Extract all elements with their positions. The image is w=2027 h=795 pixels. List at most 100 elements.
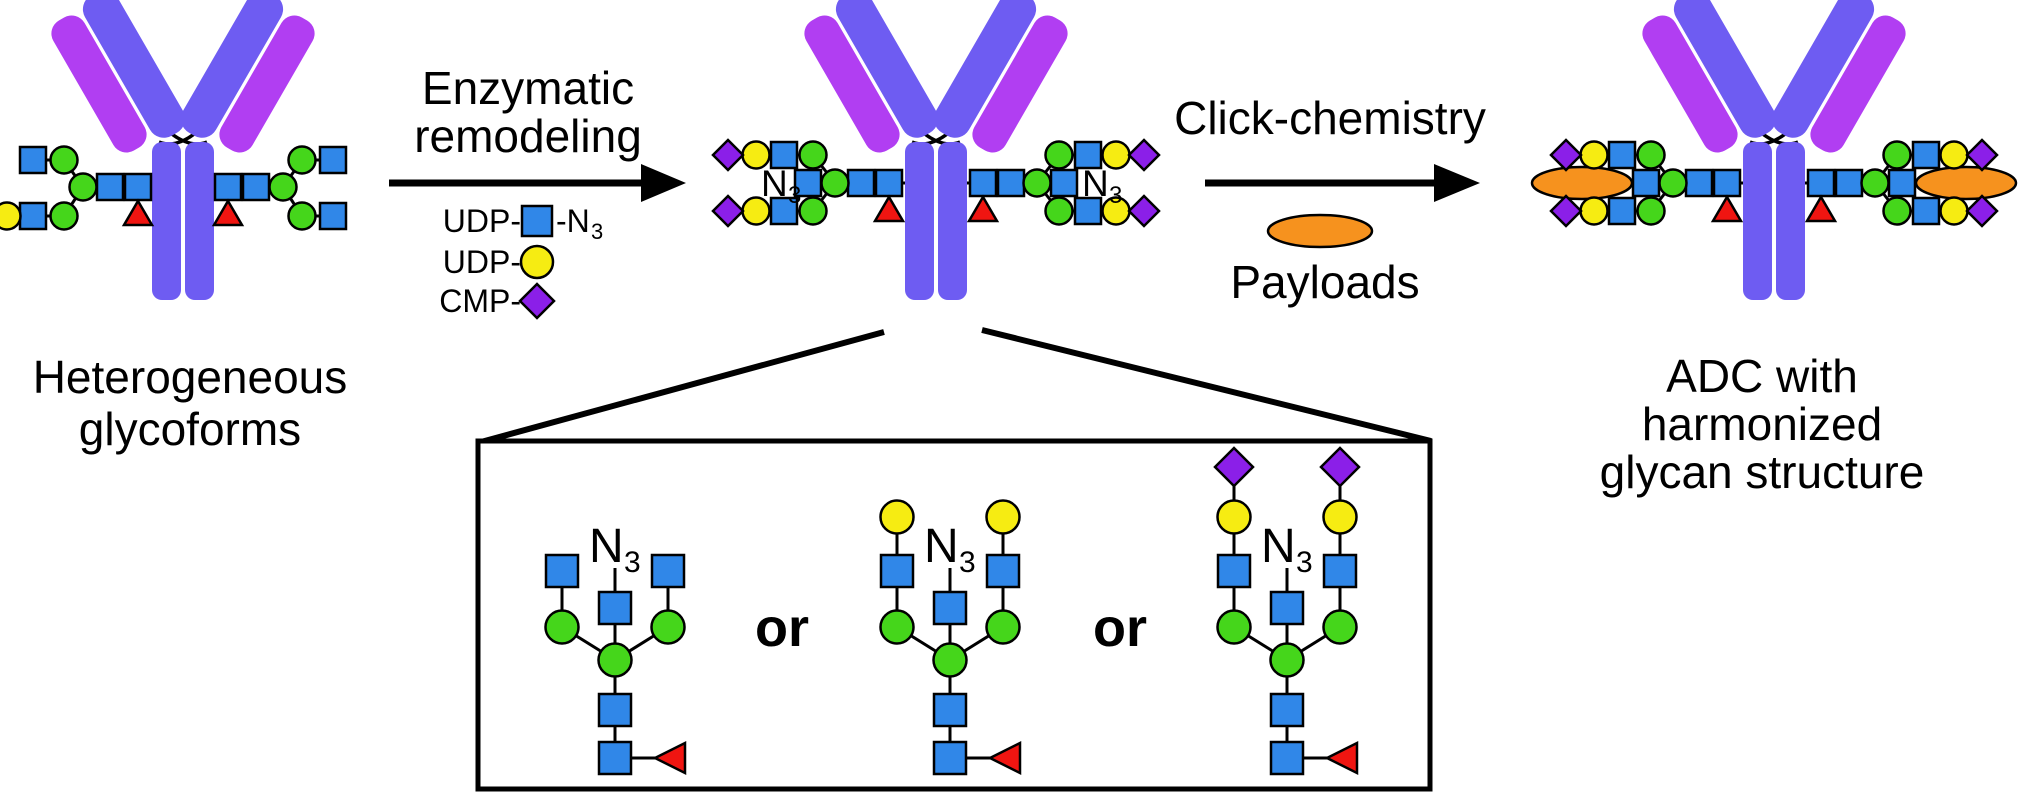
mannose-circle-icon <box>1044 196 1074 226</box>
azide-sub: 3 <box>959 546 976 579</box>
payload-ellipse-icon <box>1530 165 1634 201</box>
glcnac-square-icon <box>123 172 153 202</box>
glcnac-square-icon <box>846 168 876 198</box>
antibody-heterogeneous: Heterogeneous glycoforms <box>0 0 347 455</box>
azido-glcnac-square-icon <box>1887 168 1917 198</box>
glycan-left-heterogeneous <box>0 145 154 231</box>
mannose-circle-icon <box>49 201 79 231</box>
azide-label: N 3 <box>1261 520 1313 579</box>
mannose-circle-icon <box>49 145 79 175</box>
galactose-circle-icon <box>1579 196 1609 226</box>
azide-sub: 3 <box>788 182 801 209</box>
glcnac-square-icon <box>1269 740 1305 776</box>
sialic-acid-diamond-icon <box>1127 194 1161 228</box>
azide-base: N <box>1082 163 1109 204</box>
callout-line-left <box>480 329 885 445</box>
sialic-acid-diamond-icon <box>1549 194 1583 228</box>
mannose-circle-icon <box>544 609 580 645</box>
glcnac-square-icon <box>1684 168 1714 198</box>
mannose-circle-icon <box>287 145 317 175</box>
azide-base: N <box>589 520 624 573</box>
fucose-triangle-icon <box>212 199 244 227</box>
legend-row-udp-glcnac: UDP- -N 3 <box>443 203 603 244</box>
legend-prefix: CMP- <box>439 283 521 319</box>
glycan-options-callout: N 3 or <box>475 327 1433 792</box>
sialic-acid-diamond-icon <box>1965 194 1999 228</box>
fucose-triangle-icon <box>967 195 999 223</box>
glcnac-square-icon <box>318 145 348 175</box>
fucose-triangle-icon <box>873 195 905 223</box>
azide-label: N 3 <box>1082 163 1122 209</box>
azide-base: N <box>924 520 959 573</box>
azide-sub: 3 <box>624 546 641 579</box>
galactose-circle-icon <box>0 201 22 231</box>
glcnac-square-icon <box>985 553 1021 589</box>
mannose-circle-icon <box>798 196 828 226</box>
glcnac-square-icon <box>1806 168 1836 198</box>
azide-label: N 3 <box>589 520 641 579</box>
sialic-acid-diamond-icon <box>711 138 745 172</box>
mannose-circle-icon <box>1860 168 1890 198</box>
stage-left-caption-line1: Heterogeneous <box>33 351 348 403</box>
payload-ellipse-icon <box>1266 213 1374 249</box>
antibody-adc: ADC with harmonized glycan structure <box>1530 0 2018 498</box>
glcnac-square-icon <box>932 740 968 776</box>
legend-row-udp-galactose: UDP- <box>443 244 555 280</box>
reagent-legend: UDP- -N 3 UDP- CMP- <box>439 203 603 320</box>
glycan-left-adc <box>1530 138 1743 228</box>
galactose-circle-icon <box>519 244 555 280</box>
antibody-body <box>1635 0 1913 302</box>
galactose-circle-icon <box>1579 140 1609 170</box>
enzymatic-label-line1: Enzymatic <box>422 62 634 114</box>
glcnac-square-icon <box>597 692 633 728</box>
mannose-circle-icon <box>287 201 317 231</box>
mannose-circle-icon <box>268 172 298 202</box>
enzymatic-remodeling-step: Enzymatic remodeling UDP- -N 3 UDP- CMP- <box>389 62 686 320</box>
glcnac-square-icon <box>18 201 48 231</box>
glycan-left-azide: N 3 <box>711 138 905 228</box>
glcnac-square-icon <box>650 553 686 589</box>
sialic-acid-diamond-icon <box>1549 138 1583 172</box>
stage-right-caption-line1: ADC with <box>1666 350 1858 402</box>
arrow-right-icon <box>1205 164 1480 202</box>
azide-base: N <box>761 163 788 204</box>
callout-line-right <box>981 327 1432 444</box>
azido-glcnac-square-icon <box>932 590 968 626</box>
legend-prefix: UDP- <box>443 203 521 239</box>
stage-right-caption-line2: harmonized <box>1642 398 1882 450</box>
mannose-circle-icon <box>1658 168 1688 198</box>
enzymatic-label-line2: remodeling <box>414 110 642 162</box>
mannose-circle-icon <box>879 609 915 645</box>
sialic-acid-diamond-icon <box>1965 138 1999 172</box>
legend-suffix-base: -N <box>556 203 590 239</box>
antibody-body <box>44 0 322 302</box>
glcnac-square-icon <box>1911 196 1941 226</box>
galactose-circle-icon <box>985 499 1021 535</box>
galactose-circle-icon <box>1939 140 1969 170</box>
legend-prefix: UDP- <box>443 244 521 280</box>
mannose-circle-icon <box>1322 609 1358 645</box>
mannose-circle-icon <box>985 609 1021 645</box>
glcnac-square-icon <box>932 692 968 728</box>
mannose-circle-icon <box>1882 196 1912 226</box>
glcnac-square-icon <box>318 201 348 231</box>
azido-glcnac-square-icon <box>1049 168 1079 198</box>
antibody-azide-remodeled: N 3 N 3 <box>711 0 1161 302</box>
antibody-body <box>797 0 1075 302</box>
mannose-circle-icon <box>1044 140 1074 170</box>
glcnac-square-icon <box>1269 692 1305 728</box>
sialic-acid-diamond-icon <box>518 282 556 320</box>
azido-glcnac-square-icon <box>520 204 554 238</box>
mannose-circle-icon <box>798 140 828 170</box>
galactose-circle-icon <box>1216 499 1252 535</box>
glcnac-square-icon <box>1607 196 1637 226</box>
fucose-triangle-icon <box>1711 195 1743 223</box>
glycan-option-3: N 3 <box>1213 446 1361 776</box>
mannose-circle-icon <box>1269 642 1305 678</box>
glcnac-square-icon <box>968 168 998 198</box>
legend-row-cmp-sialic: CMP- <box>439 282 556 320</box>
sialic-acid-diamond-icon <box>1127 138 1161 172</box>
legend-suffix-sub: 3 <box>591 219 603 244</box>
azido-glcnac-square-icon <box>1631 168 1661 198</box>
sialic-acid-diamond-icon <box>711 194 745 228</box>
